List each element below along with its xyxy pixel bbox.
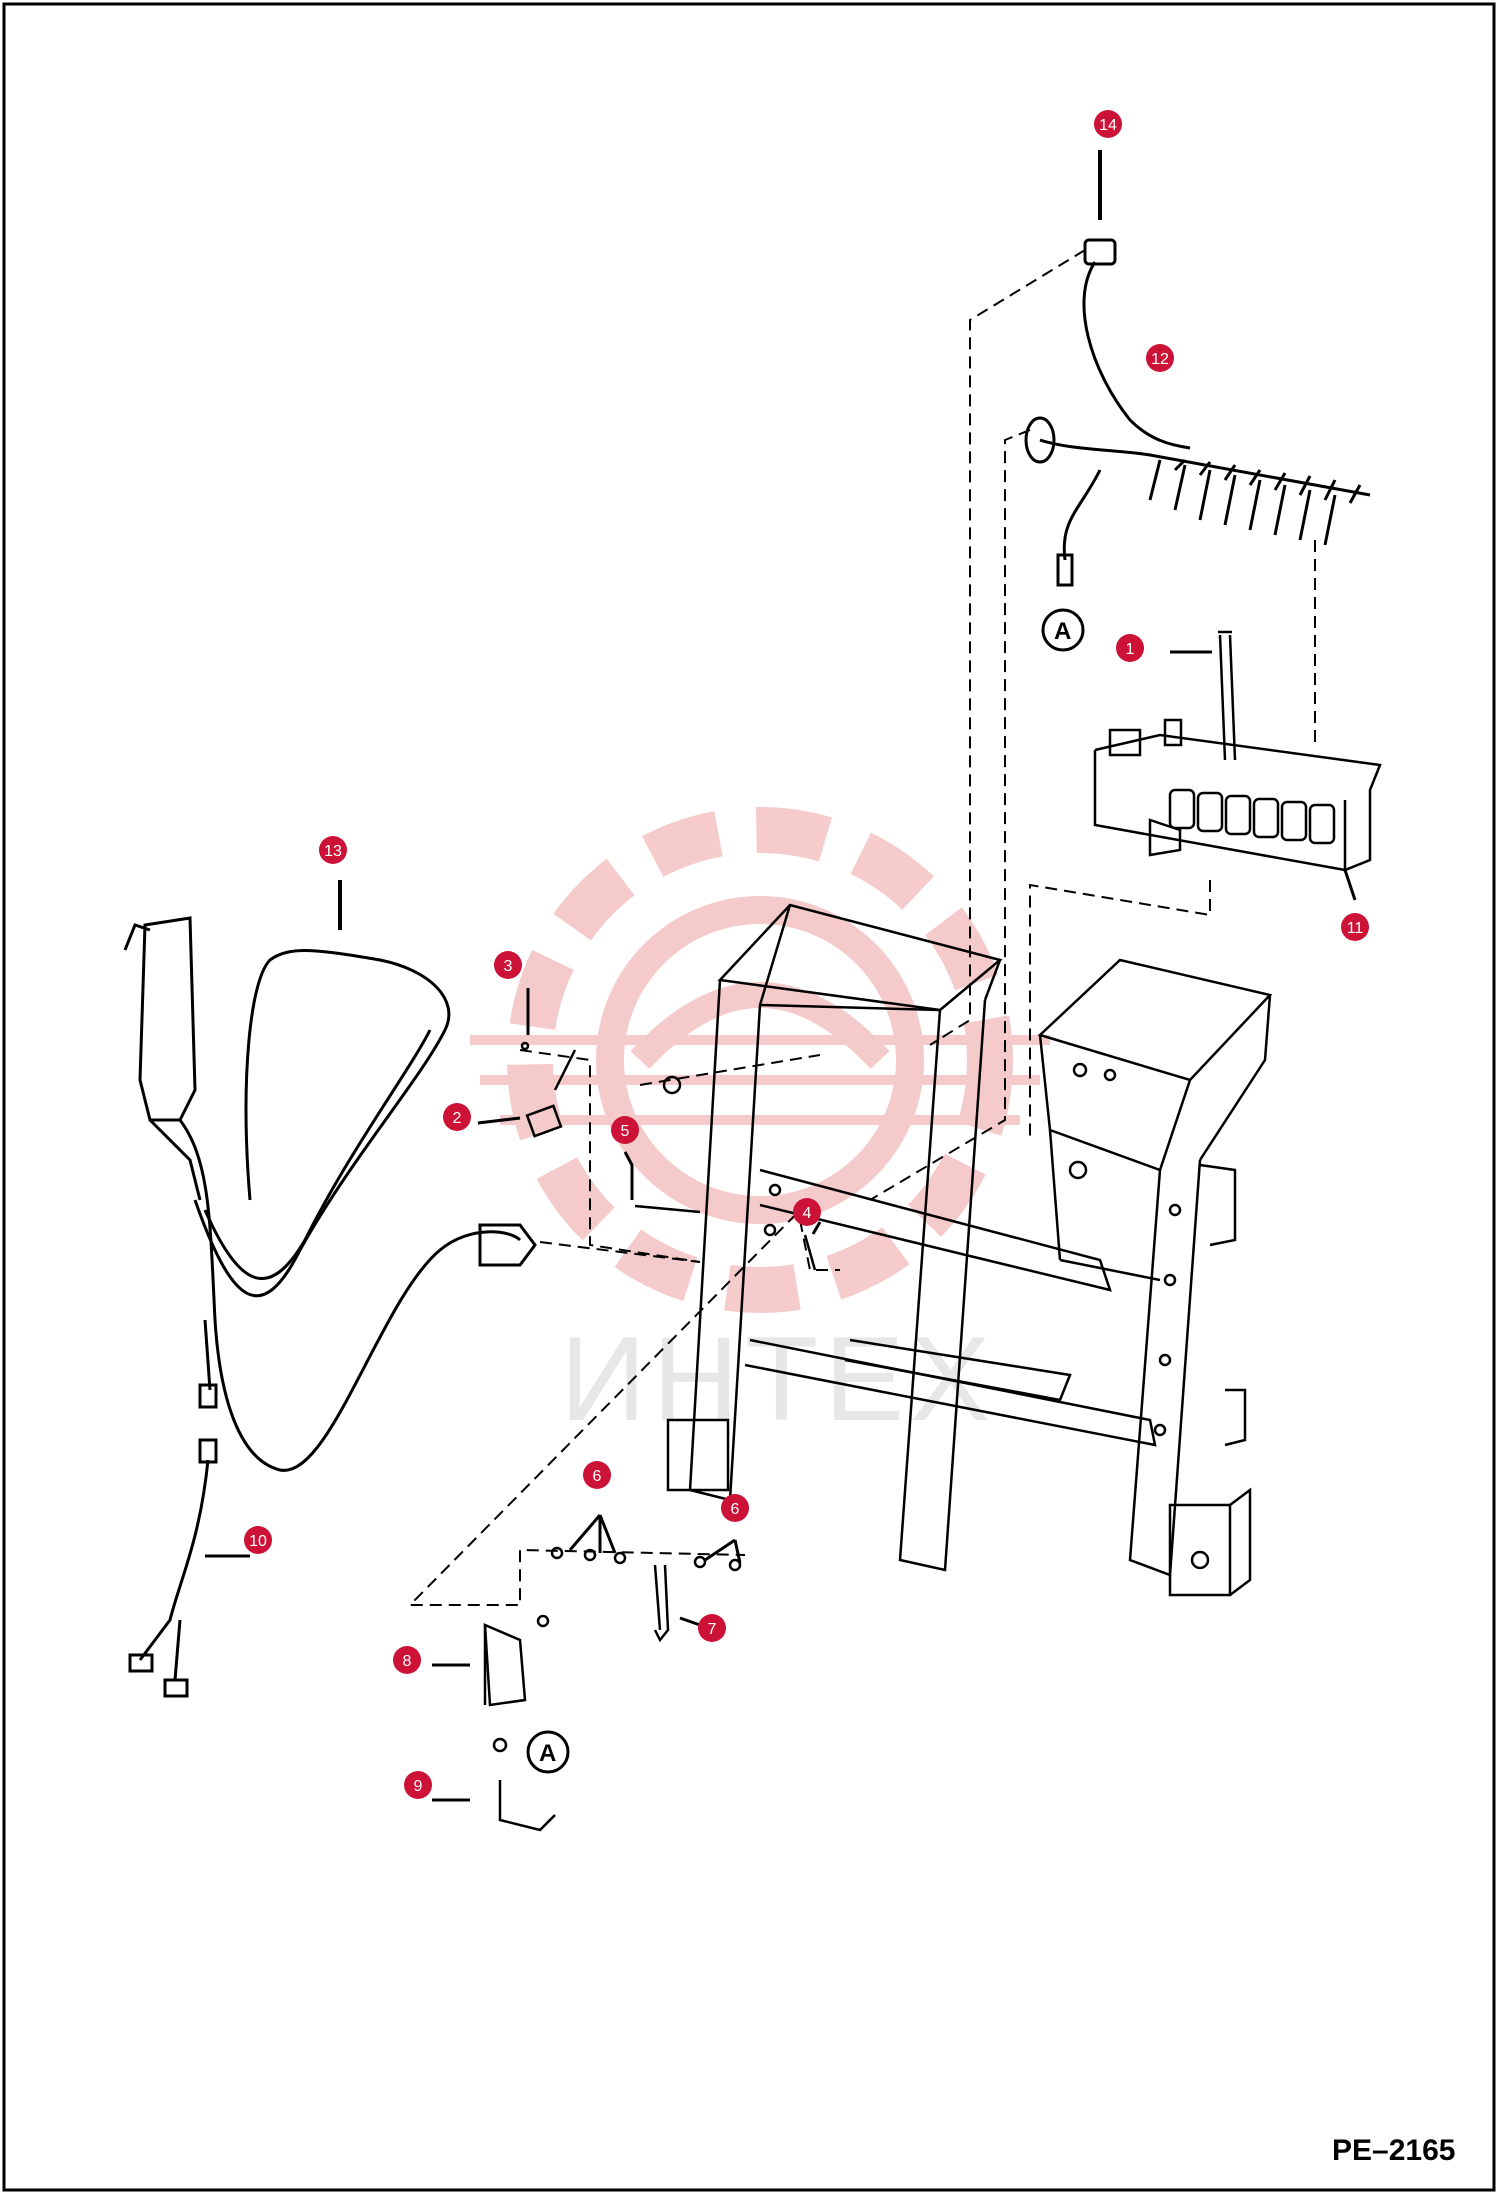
callout-6a[interactable]: 6	[583, 1461, 611, 1489]
callout-4[interactable]: 4	[793, 1198, 821, 1226]
assembly-lines	[407, 249, 1316, 1606]
svg-text:6: 6	[731, 1501, 740, 1518]
control-handle	[123, 916, 537, 1698]
svg-text:4: 4	[803, 1205, 812, 1222]
reference-a-bottom: A	[526, 1730, 570, 1774]
svg-text:8: 8	[403, 1653, 412, 1670]
svg-text:11: 11	[1347, 920, 1364, 937]
leader-11	[1343, 869, 1357, 901]
svg-text:5: 5	[621, 1123, 630, 1140]
reference-a-top: A	[1041, 608, 1085, 652]
callout-9[interactable]: 9	[404, 1771, 432, 1799]
watermark-logo	[470, 807, 1050, 1313]
svg-text:A: A	[1054, 618, 1071, 645]
svg-text:A: A	[539, 1740, 556, 1767]
svg-text:14: 14	[1099, 117, 1117, 134]
svg-text:3: 3	[504, 958, 513, 975]
svg-text:2: 2	[453, 1110, 462, 1127]
callout-8[interactable]: 8	[393, 1646, 421, 1674]
callout-11[interactable]: 11	[1341, 913, 1369, 941]
small-parts	[483, 1041, 817, 1832]
callout-13[interactable]: 13	[319, 836, 347, 864]
callout-7[interactable]: 7	[698, 1614, 726, 1642]
callout-12[interactable]: 12	[1146, 344, 1174, 372]
svg-text:12: 12	[1151, 351, 1169, 368]
valve-block	[1093, 630, 1382, 872]
callout-6b[interactable]: 6	[721, 1494, 749, 1522]
callout-1[interactable]: 1	[1116, 634, 1144, 662]
callout-14[interactable]: 14	[1094, 110, 1122, 138]
svg-text:13: 13	[324, 843, 342, 860]
callout-10[interactable]: 10	[244, 1526, 272, 1554]
svg-text:7: 7	[708, 1621, 717, 1638]
callout-2[interactable]: 2	[443, 1103, 471, 1131]
svg-text:9: 9	[414, 1778, 423, 1795]
callout-5[interactable]: 5	[611, 1116, 639, 1144]
callout-3[interactable]: 3	[494, 951, 522, 979]
wiring-harness	[1024, 238, 1371, 587]
svg-text:10: 10	[249, 1533, 267, 1550]
watermark-text: ИНТЕХ	[560, 1312, 996, 1446]
mount-frame	[666, 903, 1273, 1597]
svg-text:6: 6	[593, 1468, 602, 1485]
svg-text:1: 1	[1126, 641, 1135, 658]
drawing-code: PE–2165	[1332, 2134, 1455, 2167]
leader-lines	[432, 988, 822, 1802]
